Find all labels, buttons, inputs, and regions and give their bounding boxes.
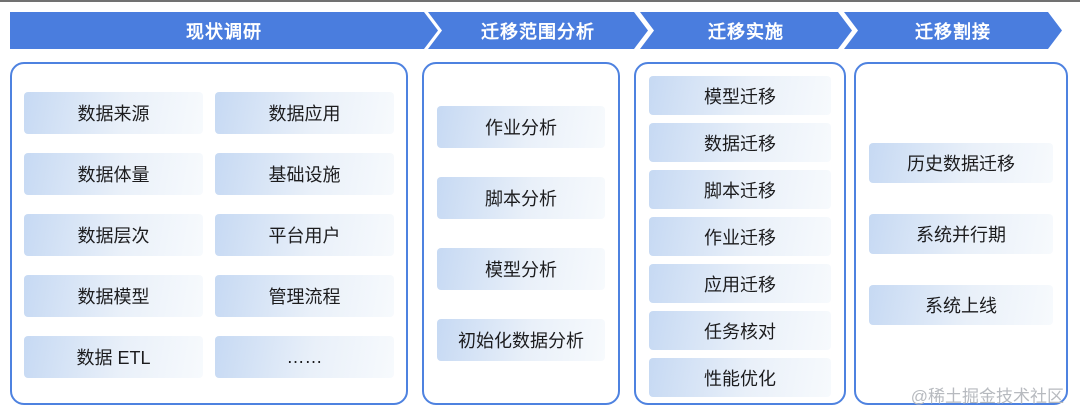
flow-item: 系统上线 (869, 284, 1053, 325)
flow-item: 作业迁移 (649, 217, 831, 256)
phase-arrow-scope-analysis: 迁移范围分析 (428, 12, 648, 49)
flow-item: 数据应用 (215, 92, 394, 134)
phase-arrow-label: 现状调研 (186, 21, 262, 42)
phase-arrow-label: 迁移范围分析 (481, 21, 595, 42)
flow-item: 数据 ETL (24, 336, 203, 378)
phase-panel-scope-analysis: 作业分析 脚本分析 模型分析 初始化数据分析 (422, 62, 620, 405)
flow-item: 模型分析 (437, 248, 605, 290)
flow-item: 脚本分析 (437, 177, 605, 219)
flow-item: 脚本迁移 (649, 170, 831, 209)
flow-item: 数据层次 (24, 214, 203, 256)
flow-item: 数据迁移 (649, 123, 831, 162)
phase-arrow-label: 迁移实施 (708, 21, 784, 42)
watermark: @稀土掘金技术社区 (910, 387, 1064, 406)
flow-item: 应用迁移 (649, 264, 831, 303)
phase-arrow-label: 迁移割接 (915, 21, 991, 42)
flow-item: 历史数据迁移 (869, 142, 1053, 183)
flow-item: 管理流程 (215, 275, 394, 317)
flow-item: 初始化数据分析 (437, 319, 605, 361)
phase-arrow-current-research: 现状调研 (10, 12, 438, 49)
phase-panel-current-research: 数据来源 数据应用 数据体量 基础设施 数据层次 平台用户 数据模型 管理流程 … (10, 62, 408, 405)
phase-arrow-cutover: 迁移割接 (844, 12, 1062, 49)
flow-item: 平台用户 (215, 214, 394, 256)
top-border-line (0, 0, 1080, 2)
flow-item: 任务核对 (649, 311, 831, 350)
flow-item: 系统并行期 (869, 213, 1053, 254)
flow-item: 数据来源 (24, 92, 203, 134)
flow-item: 数据体量 (24, 153, 203, 195)
flow-item-ellipsis: …… (215, 336, 394, 378)
flow-item: 数据模型 (24, 275, 203, 317)
flow-item: 模型迁移 (649, 76, 831, 115)
phase-arrow-implementation: 迁移实施 (640, 12, 852, 49)
flow-item: 作业分析 (437, 106, 605, 148)
flow-item: 基础设施 (215, 153, 394, 195)
phase-panel-cutover: 历史数据迁移 系统并行期 系统上线 (854, 62, 1068, 405)
phase-panel-implementation: 模型迁移 数据迁移 脚本迁移 作业迁移 应用迁移 任务核对 性能优化 (634, 62, 846, 405)
flow-item: 性能优化 (649, 358, 831, 397)
